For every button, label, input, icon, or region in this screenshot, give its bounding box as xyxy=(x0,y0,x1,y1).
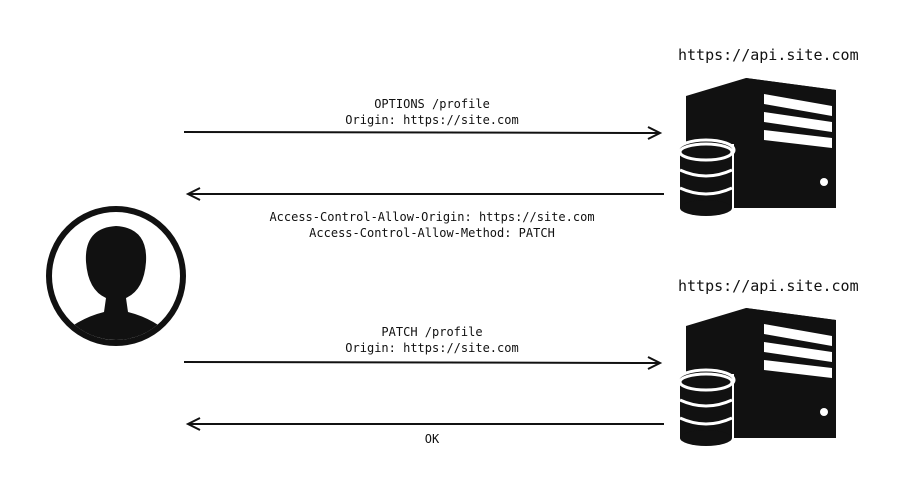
preflight-response-line1: Access-Control-Allow-Origin: https://sit… xyxy=(269,210,595,224)
server-url-bottom: https://api.site.com xyxy=(678,277,859,295)
arrow-right-icon xyxy=(183,126,663,140)
preflight-request-line1: OPTIONS /profile xyxy=(374,97,490,111)
arrow-left-icon xyxy=(185,417,664,431)
actual-request-label: PATCH /profile Origin: https://site.com xyxy=(312,324,552,356)
preflight-request-label: OPTIONS /profile Origin: https://site.co… xyxy=(312,96,552,128)
actual-request-line1: PATCH /profile xyxy=(381,325,483,339)
user-avatar-icon xyxy=(46,206,186,346)
preflight-request-line2: Origin: https://site.com xyxy=(345,113,519,127)
actual-response-line1: OK xyxy=(424,432,440,446)
server-bottom-icon xyxy=(676,306,838,448)
arrow-right-icon xyxy=(183,356,663,370)
actual-request-line2: Origin: https://site.com xyxy=(345,341,519,355)
preflight-response-line2: Access-Control-Allow-Method: PATCH xyxy=(309,226,555,240)
preflight-response-label: Access-Control-Allow-Origin: https://sit… xyxy=(232,209,632,241)
server-top-icon xyxy=(676,76,838,218)
actual-response-label: OK xyxy=(392,431,472,447)
server-url-top: https://api.site.com xyxy=(678,46,859,64)
arrow-left-icon xyxy=(185,187,664,201)
